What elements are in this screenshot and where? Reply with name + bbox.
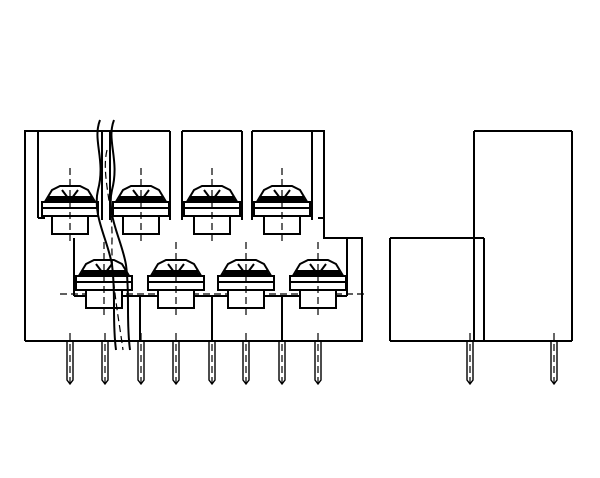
lower-clamp-3 — [218, 242, 274, 316]
clamp-shadow — [296, 270, 340, 276]
partition-wall — [170, 131, 182, 220]
upper-clamp-4 — [254, 168, 310, 242]
clamp-shadow — [119, 196, 163, 202]
housing-outline — [25, 131, 362, 341]
upper-clamp-2 — [113, 168, 169, 242]
clamp-shadow — [82, 270, 126, 276]
lower-clamp-2 — [148, 242, 204, 316]
upper-clamp-3 — [184, 168, 240, 242]
wire-left — [97, 120, 116, 350]
clamp-shadow — [190, 196, 234, 202]
partition-wall — [242, 131, 252, 220]
wire-axis — [105, 150, 123, 350]
clamp-shadow — [260, 196, 304, 202]
clamp-shadow — [48, 196, 92, 202]
partition-wall — [312, 131, 324, 220]
side-housing — [390, 131, 572, 341]
lower-tier-frame — [74, 238, 347, 341]
upper-clamp-1 — [42, 168, 98, 242]
side-view — [390, 131, 572, 386]
front-view — [25, 120, 366, 386]
clamp-shadow — [224, 270, 268, 276]
clamp-shadow — [154, 270, 198, 276]
wire-right — [111, 120, 130, 350]
lower-clamp-4 — [290, 242, 346, 316]
